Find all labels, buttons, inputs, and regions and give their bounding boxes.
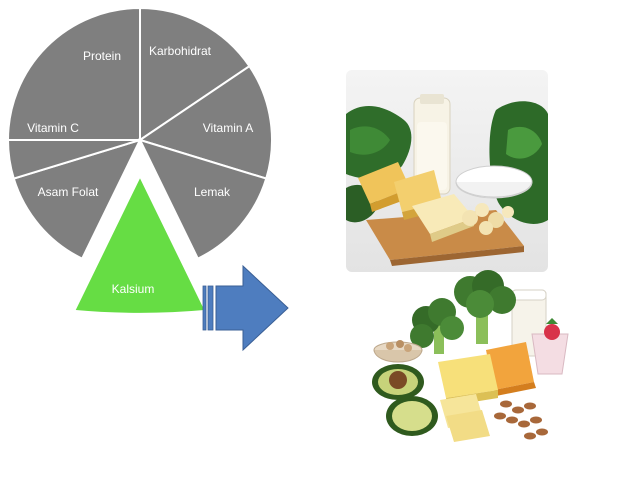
segment-label-vitamin-c: Vitamin C	[27, 121, 79, 135]
segment-vitamin-a	[137, 64, 273, 180]
segment-protein	[6, 6, 141, 141]
segment-label-asam-folat: Asam Folat	[38, 185, 99, 199]
segment-label-protein: Protein	[83, 49, 121, 63]
segment-kalsium	[72, 173, 208, 315]
segment-label-kalsium: Kalsium	[112, 282, 155, 296]
right-arrow-icon	[202, 264, 289, 352]
calcium-foods-photo-bottom	[372, 270, 569, 442]
segment-label-vitamin-a: Vitamin A	[203, 121, 253, 135]
segment-lemak	[138, 138, 268, 260]
segment-karbohidrat	[139, 6, 251, 142]
segment-vitamin-c	[6, 139, 141, 180]
segment-label-karbohidrat: Karbohidrat	[149, 44, 212, 58]
segment-label-lemak: Lemak	[194, 185, 231, 199]
calcium-foods-photo-top	[346, 70, 548, 272]
